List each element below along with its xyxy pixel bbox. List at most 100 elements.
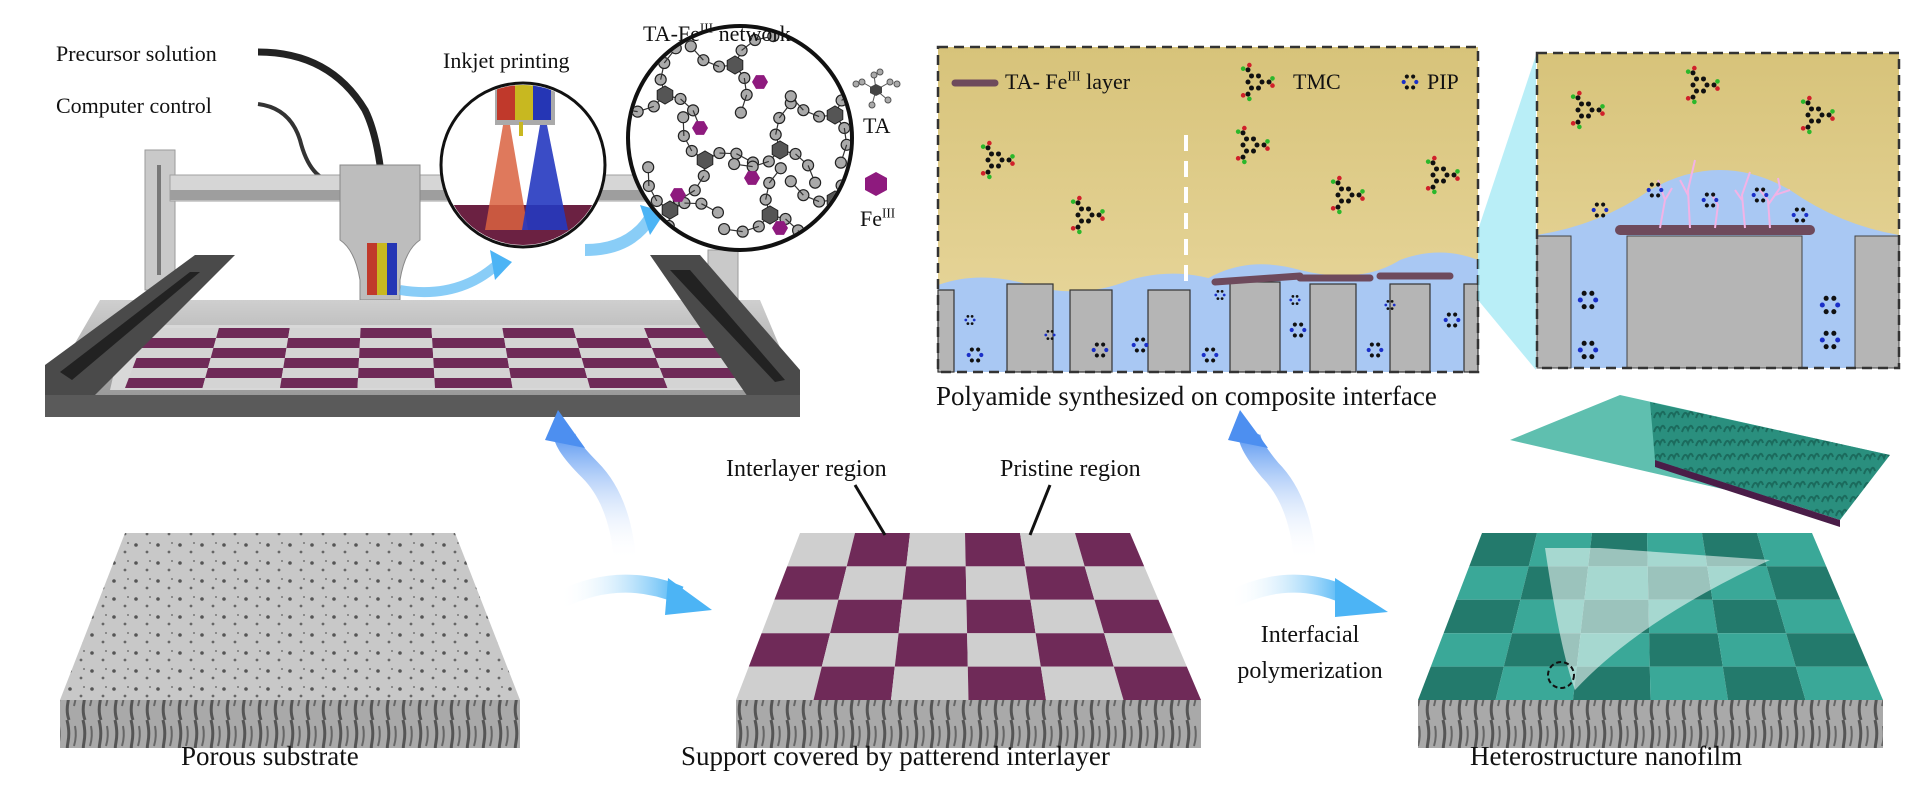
checker-cell — [284, 348, 360, 358]
ta-node — [653, 234, 666, 247]
interface-zoom-view — [1535, 51, 1901, 370]
checker-cell — [846, 533, 910, 567]
ta-hub — [656, 85, 674, 105]
checker-cell — [1649, 666, 1728, 700]
checker-cell — [140, 338, 217, 348]
checker-cell — [288, 328, 361, 338]
checker-cell — [1503, 633, 1581, 667]
inkjet-zoom-circle — [439, 81, 607, 249]
checker-cell — [433, 358, 510, 368]
network-label: TA-FeIII network — [643, 21, 791, 47]
checker-cell — [132, 358, 211, 368]
network-label-sup: III — [699, 20, 714, 36]
ta-hub — [761, 205, 779, 225]
checker-cell — [281, 368, 359, 378]
checker-cell — [357, 378, 435, 388]
checker-cell — [1717, 633, 1796, 667]
checker-cell — [830, 599, 903, 634]
ta-fe-layer-legend-label: TA- FeIII layer — [1005, 69, 1130, 95]
checker-cell — [894, 633, 968, 667]
fe-ion — [752, 75, 768, 89]
tmc-legend-label: TMC — [1293, 69, 1341, 94]
checker-cell — [965, 566, 1031, 600]
checker-cell — [736, 666, 822, 700]
ta-node — [838, 206, 850, 220]
checker-cell — [1712, 599, 1787, 634]
tmc-molecule-icon — [1240, 62, 1275, 102]
checker-cell — [1020, 533, 1085, 567]
ink-cartridge-blue — [387, 243, 397, 295]
fe-ion — [772, 221, 788, 235]
ta-molecule-icon — [852, 68, 901, 109]
checker-cell — [578, 348, 656, 358]
pip-legend-label: PIP — [1427, 69, 1459, 94]
arrow-support-to-nanofilm — [1225, 574, 1349, 609]
arrow-support-to-interface — [1238, 425, 1316, 562]
fe-ion-icon — [865, 172, 887, 196]
checker-cell — [502, 328, 577, 338]
checker-cell — [581, 358, 660, 368]
checker-cell — [1075, 533, 1145, 567]
fe-legend-prefix: Fe — [860, 206, 882, 231]
checker-cell — [207, 358, 285, 368]
checker-cell — [1757, 533, 1827, 567]
checker-cell — [1456, 566, 1529, 600]
pristine-pointer — [1028, 484, 1052, 536]
checker-cell — [1722, 666, 1806, 700]
network-label-suffix: network — [713, 21, 791, 46]
checker-cell — [576, 338, 652, 348]
checker-cell — [144, 328, 219, 338]
checker-cell — [1776, 599, 1855, 634]
checker-cell — [1094, 599, 1173, 634]
checker-cell — [821, 633, 899, 667]
ta-node — [728, 157, 741, 171]
checker-cell — [965, 533, 1026, 567]
zoom-marker — [1547, 661, 1575, 689]
checker-cell — [507, 358, 585, 368]
support-pillar — [1147, 289, 1191, 373]
checker-cell — [573, 328, 649, 338]
interface-caption: Polyamide synthesized on composite inter… — [936, 381, 1437, 411]
checker-cell — [655, 358, 735, 368]
checker-cell — [1030, 599, 1105, 634]
ta-node — [784, 175, 797, 188]
ta-node — [840, 223, 850, 236]
ta-node — [642, 161, 655, 174]
ink-cartridge-red — [367, 243, 377, 295]
checker-cell — [210, 348, 287, 358]
checker-cell — [1084, 566, 1159, 600]
checker-cell — [748, 633, 831, 667]
porous-substrate-caption: Porous substrate — [181, 741, 359, 771]
support-pillar — [1006, 283, 1054, 373]
checker-cell — [1104, 633, 1187, 667]
support-pillar — [1389, 283, 1431, 373]
ta-node — [677, 111, 690, 124]
support-pillar — [1229, 281, 1281, 373]
checker-cell — [510, 378, 590, 388]
checker-cell — [509, 368, 588, 378]
checker-cell — [1430, 633, 1513, 667]
checker-cell — [967, 633, 1041, 667]
checker-cell — [213, 338, 289, 348]
checker-cell — [1113, 666, 1201, 700]
ta-hub — [661, 200, 679, 220]
checker-cell — [280, 378, 359, 388]
fe-legend-label: FeIII — [860, 206, 895, 232]
checker-cell — [504, 338, 579, 348]
patterned-support-block — [736, 484, 1201, 748]
ta-node — [684, 40, 697, 53]
checker-cell — [648, 338, 725, 348]
checker-cell — [359, 348, 434, 358]
checker-cell — [434, 378, 513, 388]
checker-cell — [1443, 599, 1521, 634]
checker-cell — [431, 328, 505, 338]
checker-cell — [358, 358, 434, 368]
checker-cell — [202, 378, 282, 388]
ta-node — [809, 176, 822, 189]
checker-cell — [659, 368, 740, 378]
checker-cell — [774, 566, 847, 600]
layer-legend-suffix: layer — [1080, 69, 1131, 94]
checker-cell — [283, 358, 360, 368]
checker-cell — [1649, 633, 1723, 667]
